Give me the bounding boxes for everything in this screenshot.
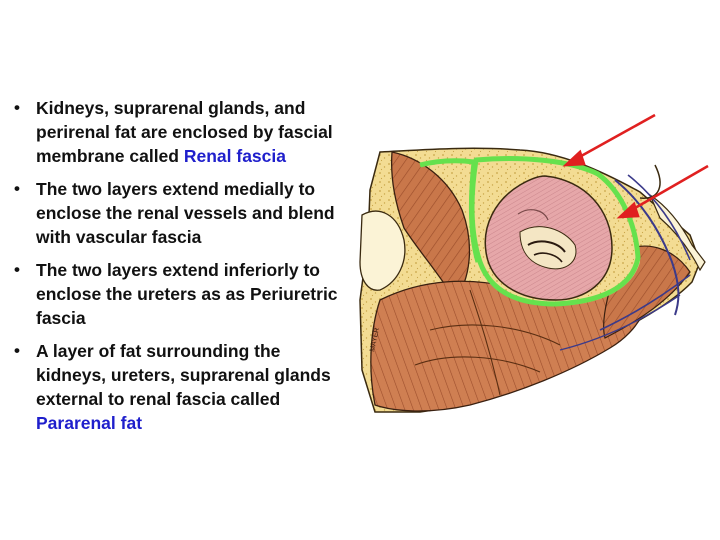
bullet-item: • A layer of fat surrounding the kidneys… — [14, 339, 354, 435]
renal-fascia-outline-left — [419, 158, 481, 263]
renal-pelvis — [519, 226, 577, 270]
bullet-item: • Kidneys, suprarenal glands, and perire… — [14, 96, 354, 168]
vertebra — [359, 210, 406, 291]
highlight-term: Pararenal fat — [36, 413, 143, 433]
arrow-anterior-fascia — [573, 113, 656, 162]
bullet-text: Kidneys, suprarenal glands, and perirena… — [36, 98, 333, 166]
bullet-text: The two layers extend medially to enclos… — [36, 179, 335, 247]
arrow-posterior-fascia — [627, 164, 709, 214]
bullet-text: A layer of fat surrounding the kidneys, … — [36, 341, 331, 409]
posterior-muscle — [370, 280, 647, 412]
bullet-dot: • — [14, 341, 20, 360]
bullet-item: • The two layers extend medially to encl… — [14, 177, 354, 249]
bullet-text: The two layers extend inferiorly to encl… — [36, 260, 338, 328]
highlight-term: Renal fascia — [183, 146, 286, 166]
renal-fascia-posterior-line — [614, 179, 680, 316]
bullet-dot: • — [14, 179, 20, 198]
kidney-cross-section-illustration: MAYER — [359, 113, 709, 413]
peritoneum-line — [639, 164, 661, 199]
artist-signature: MAYER — [369, 327, 381, 352]
arrow-annotations — [562, 113, 709, 219]
bullet-item: • The two layers extend inferiorly to en… — [14, 258, 354, 330]
bullet-dot: • — [14, 98, 20, 117]
bullet-dot: • — [14, 260, 20, 279]
bullet-list: • Kidneys, suprarenal glands, and perire… — [14, 96, 354, 444]
